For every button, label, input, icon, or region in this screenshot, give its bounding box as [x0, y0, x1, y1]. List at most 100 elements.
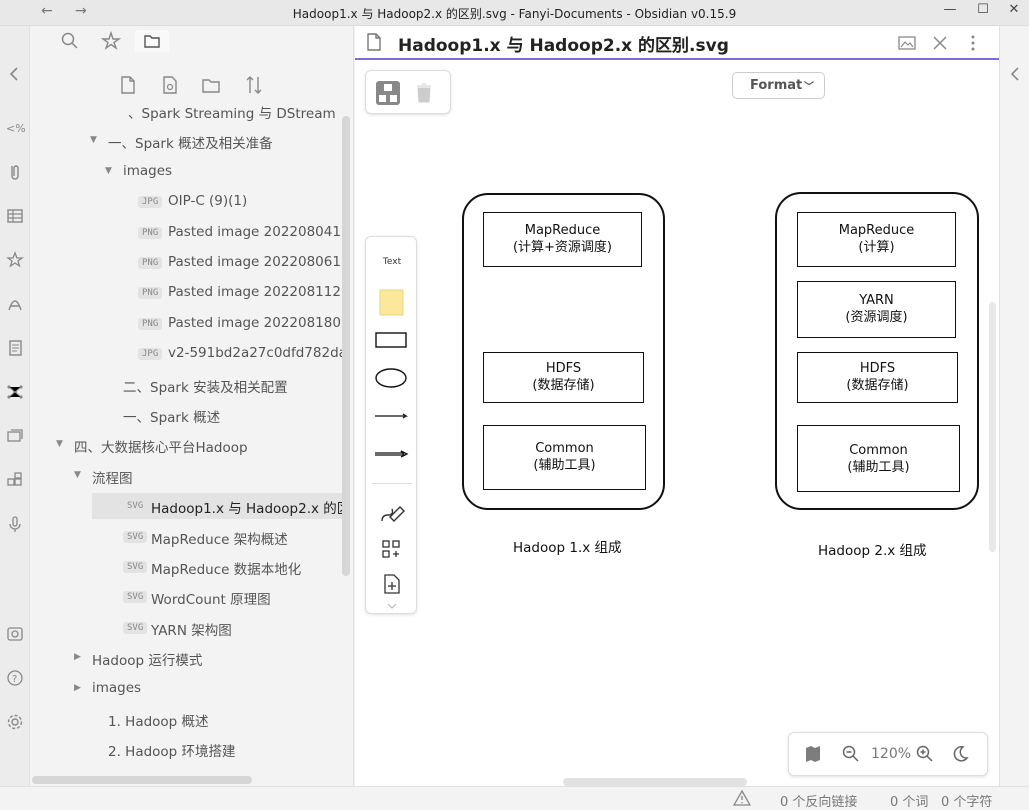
h2-common-box[interactable]: Common (辅助工具) — [797, 425, 960, 492]
document-icon[interactable] — [5, 338, 25, 358]
maximize-button[interactable]: ☐ — [977, 2, 989, 17]
chevron-right-icon[interactable]: ▶ — [74, 652, 81, 663]
help-icon[interactable]: ? — [5, 668, 25, 688]
plugins-icon[interactable] — [5, 470, 25, 490]
settings-gear-icon[interactable] — [5, 712, 25, 732]
collapse-left-icon[interactable] — [5, 64, 25, 84]
bookmark-star-icon[interactable] — [100, 30, 124, 52]
file-type-badge: SVG — [123, 591, 148, 604]
document-title[interactable]: Hadoop1.x 与 Hadoop2.x 的区别.svg — [398, 36, 729, 56]
new-note-icon[interactable] — [117, 74, 139, 96]
back-button[interactable]: ← — [41, 3, 53, 19]
h2-mapreduce-box[interactable]: MapReduce (计算) — [797, 212, 956, 267]
hadoop2-container[interactable] — [775, 192, 979, 510]
table-icon[interactable] — [5, 206, 25, 226]
chevron-down-icon[interactable]: ▼ — [90, 135, 97, 146]
folder-item[interactable]: ▼四、大数据核心平台Hadoop — [30, 432, 342, 458]
h2-hdfs-box[interactable]: HDFS (数据存储) — [797, 352, 958, 403]
expand-right-icon[interactable] — [1006, 64, 1024, 84]
graph-icon[interactable] — [5, 382, 25, 402]
tree-item-label: 、Spark Streaming 与 DStream — [128, 106, 336, 122]
folder-item[interactable]: ▼一、Spark 概述及相关准备 — [30, 128, 342, 154]
files-tab-folder-icon[interactable] — [135, 30, 169, 52]
minimize-button[interactable]: — — [943, 2, 957, 17]
folder-item[interactable]: ▶images — [30, 676, 342, 702]
h2-yarn-box[interactable]: YARN (资源调度) — [797, 281, 956, 338]
backlinks-count[interactable]: 0 个反向链接 — [780, 795, 858, 810]
more-options-icon[interactable] — [962, 32, 984, 54]
tree-item-label: Pasted image 20220811230 — [168, 284, 342, 301]
line-tool[interactable] — [366, 407, 418, 426]
svg-text:<%: <% — [6, 122, 25, 135]
text-tool[interactable]: Text — [382, 257, 402, 267]
folder-item[interactable]: ▼流程图 — [30, 463, 342, 489]
canvas-scrollbar-vertical[interactable] — [989, 302, 996, 552]
new-drawing-icon[interactable] — [159, 74, 181, 96]
chevron-down-icon[interactable] — [366, 597, 418, 616]
cards-icon[interactable] — [5, 426, 25, 446]
chevron-down-icon[interactable]: ▼ — [74, 469, 81, 480]
close-window-button[interactable]: ✕ — [1008, 2, 1020, 17]
paperclip-icon[interactable] — [5, 162, 25, 182]
folder-item[interactable]: ▶Hadoop 运行模式 — [30, 645, 342, 671]
canvas-scrollbar-horizontal[interactable] — [563, 778, 747, 786]
format-button[interactable]: Format ﹀ — [732, 72, 825, 99]
library-icon[interactable] — [366, 539, 418, 563]
svg-text:?: ? — [12, 674, 17, 685]
chevron-down-icon[interactable]: ▼ — [56, 439, 63, 450]
vault-icon[interactable] — [5, 624, 25, 644]
search-icon[interactable] — [59, 30, 83, 52]
note-item[interactable]: 1. Hadoop 概述 — [30, 706, 342, 732]
file-type-badge: JPG — [138, 196, 163, 209]
h1-mapreduce-box[interactable]: MapReduce (计算+资源调度) — [483, 212, 642, 267]
map-icon[interactable] — [803, 744, 823, 764]
image-icon[interactable] — [896, 32, 918, 54]
h1-common-box[interactable]: Common (辅助工具) — [483, 425, 646, 490]
zoom-out-icon[interactable] — [841, 744, 861, 764]
note-item[interactable]: 2. Hadoop 环境搭建 — [30, 736, 342, 762]
new-folder-icon[interactable] — [200, 74, 222, 96]
microphone-icon[interactable] — [5, 514, 25, 534]
sidebar-scrollbar-vertical[interactable] — [342, 116, 350, 576]
warning-icon[interactable] — [732, 789, 752, 810]
h1-mapreduce-name: MapReduce — [524, 223, 601, 238]
zoom-in-icon[interactable] — [915, 744, 935, 764]
moon-icon[interactable] — [950, 744, 970, 764]
file-type-badge: PNG — [138, 257, 163, 269]
sort-icon[interactable] — [243, 74, 265, 96]
ellipse-tool[interactable] — [366, 367, 418, 393]
group-shapes-icon[interactable] — [376, 81, 400, 105]
hadoop1-container[interactable] — [462, 193, 665, 510]
rectangle-tool[interactable] — [366, 331, 418, 353]
note-item[interactable]: 二、Spark 安装及相关配置 — [30, 372, 342, 398]
chevron-right-icon[interactable]: ▶ — [74, 682, 81, 693]
note-item[interactable]: 一、Spark 概述 — [30, 402, 342, 428]
chevron-down-icon[interactable]: ▼ — [105, 165, 112, 176]
sidebar-scrollbar-horizontal[interactable] — [32, 776, 252, 784]
drawing-canvas[interactable]: Format ﹀ Text — [355, 62, 999, 786]
star-outline-icon[interactable] — [5, 250, 25, 270]
code-icon[interactable]: <% — [5, 118, 26, 138]
note-item[interactable]: 、Spark Streaming 与 DStream — [30, 106, 342, 124]
freedraw-icon[interactable] — [366, 503, 418, 529]
close-tab-icon[interactable] — [929, 32, 951, 54]
pdf-icon[interactable] — [5, 294, 25, 314]
forward-button[interactable]: → — [75, 3, 87, 19]
folder-item[interactable]: ▼images — [30, 159, 342, 185]
arrow-tool[interactable] — [366, 445, 418, 464]
h1-hdfs-box[interactable]: HDFS (数据存储) — [483, 352, 644, 403]
trash-icon[interactable] — [414, 81, 434, 105]
sticky-note-tool[interactable] — [366, 289, 418, 321]
insert-file-icon[interactable] — [366, 573, 418, 599]
